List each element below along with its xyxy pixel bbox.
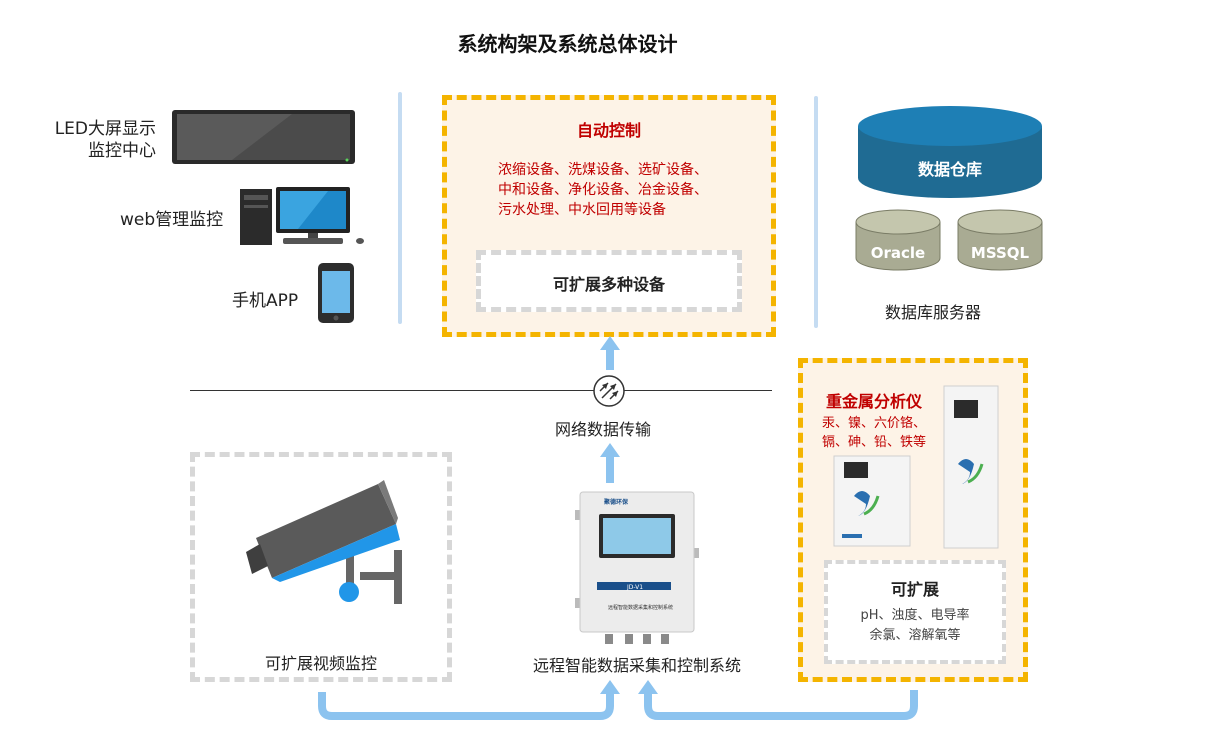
desktop-computer-icon: [240, 187, 364, 245]
led-screen-icon: [172, 110, 355, 164]
analyzer-metals: 汞、镍、六价铬、 镉、砷、铅、铁等: [822, 414, 926, 452]
auto-control-line1: 浓缩设备、洗煤设备、选矿设备、: [498, 162, 708, 178]
arrow-up-to-network: [600, 443, 620, 483]
controller-label: 远程智能数据采集和控制系统: [533, 656, 742, 675]
router-icon: [593, 375, 625, 407]
mobile-phone-icon: [318, 263, 354, 323]
analyzer-title: 重金属分析仪: [826, 392, 923, 411]
led-label-line2: 监控中心: [88, 141, 156, 161]
auto-control-equipment: 浓缩设备、洗煤设备、选矿设备、 中和设备、净化设备、冶金设备、 污水处理、中水回…: [498, 160, 708, 220]
analyzer-expand-line1: pH、浊度、电导率: [860, 608, 970, 623]
mssql-db-icon: [957, 209, 1043, 271]
oracle-label: Oracle: [870, 244, 926, 262]
svg-text:JD-V1: JD-V1: [626, 584, 643, 591]
db-server-label: 数据库服务器: [885, 303, 982, 322]
analyzer-expand-box: [824, 560, 1006, 664]
arrow-up-to-control: [600, 336, 620, 370]
controller-brand: 聚德环保: [604, 499, 629, 506]
database-warehouse-icon: [858, 106, 1042, 198]
app-label: 手机APP: [232, 291, 299, 311]
controller-plate-text: 远程智能数据采集和控制系统: [608, 605, 674, 611]
analyzer-line1: 汞、镍、六价铬、: [822, 416, 927, 431]
network-line: [190, 390, 772, 391]
auto-control-line2: 中和设备、净化设备、冶金设备、: [498, 182, 708, 198]
mssql-label: MSSQL: [970, 244, 1030, 262]
auto-control-line3: 污水处理、中水回用等设备: [498, 202, 666, 218]
expand-devices-box: [476, 250, 742, 312]
oracle-db-icon: [855, 209, 941, 271]
video-label: 可扩展视频监控: [264, 654, 377, 673]
controller-device-icon: JD-V1: [575, 491, 699, 644]
analyzer-line2: 镉、砷、铅、铁等: [822, 435, 927, 450]
led-label: LED大屏显示 监控中心: [52, 118, 156, 162]
analyzer-small-icon: [833, 455, 911, 547]
bottom-connector-arrows: [318, 680, 918, 720]
analyzer-expand-title: 可扩展: [890, 580, 939, 599]
analyzer-expand-line2: 余氯、溶解氧等: [869, 628, 961, 643]
divider-left: [398, 92, 402, 324]
divider-right: [814, 96, 818, 328]
led-label-line1: LED大屏显示: [54, 119, 156, 139]
network-label: 网络数据传输: [555, 420, 652, 439]
web-label: web管理监控: [120, 210, 224, 230]
analyzer-expand-text: pH、浊度、电导率 余氯、溶解氧等: [824, 606, 1006, 646]
analyzer-cabinet-icon: [943, 385, 999, 549]
page-title: 系统构架及系统总体设计: [457, 32, 678, 56]
cctv-camera-icon: [246, 480, 402, 604]
expand-devices-label: 可扩展多种设备: [552, 275, 665, 294]
auto-control-title: 自动控制: [576, 121, 641, 140]
warehouse-label: 数据仓库: [917, 160, 982, 179]
